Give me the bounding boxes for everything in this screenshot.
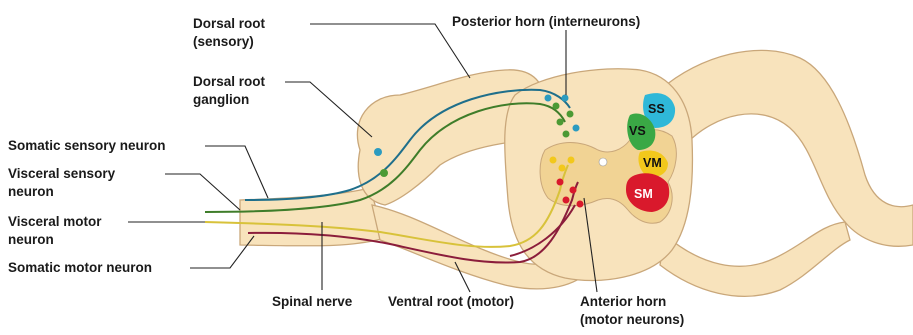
leader-dorsal-root: [310, 24, 470, 78]
label-dorsal-root-line2: (sensory): [193, 34, 254, 49]
label-dorsal-root-ganglion-line2: ganglion: [193, 92, 249, 107]
posterior-interneuron-5: [557, 119, 564, 126]
leader-somatic-sensory: [205, 146, 268, 198]
zone-vm-label: VM: [643, 156, 662, 170]
label-visceral-sensory-line2: neuron: [8, 184, 54, 199]
label-somatic-sensory-neuron: Somatic sensory neuron: [8, 138, 166, 153]
anterior-somatic-motor-3: [563, 197, 570, 204]
label-ventral-root: Ventral root (motor): [388, 294, 514, 309]
posterior-interneuron-1: [545, 95, 552, 102]
label-posterior-horn: Posterior horn (interneurons): [452, 14, 640, 29]
label-anterior-horn-line2: (motor neurons): [580, 312, 684, 327]
zone-ss-label: SS: [648, 102, 665, 116]
leader-visceral-sensory: [165, 174, 240, 210]
label-visceral-motor-line1: Visceral motor: [8, 214, 102, 229]
zone-vs-label: VS: [629, 124, 646, 138]
ganglion-somatic-cell: [374, 148, 382, 156]
right-nerve: [660, 50, 913, 246]
posterior-interneuron-7: [563, 131, 570, 138]
label-visceral-sensory-line1: Visceral sensory: [8, 166, 116, 181]
right-nerve-lower: [660, 222, 850, 296]
zone-sm-label: SM: [634, 187, 653, 201]
posterior-interneuron-4: [567, 111, 574, 118]
posterior-interneuron-3: [562, 95, 569, 102]
label-visceral-motor-line2: neuron: [8, 232, 54, 247]
label-spinal-nerve: Spinal nerve: [272, 294, 353, 309]
anterior-somatic-motor-2: [570, 187, 577, 194]
label-dorsal-root-line1: Dorsal root: [193, 16, 266, 31]
posterior-interneuron-2: [553, 103, 560, 110]
label-dorsal-root-ganglion-line1: Dorsal root: [193, 74, 266, 89]
posterior-interneuron-6: [573, 125, 580, 132]
ganglion-visceral-cell: [380, 169, 388, 177]
anterior-somatic-motor-1: [557, 179, 564, 186]
anterior-somatic-motor-4: [577, 201, 584, 208]
anterior-visceral-motor-3: [568, 157, 575, 164]
anterior-visceral-motor-1: [550, 157, 557, 164]
anterior-visceral-motor-2: [559, 165, 566, 172]
label-anterior-horn-line1: Anterior horn: [580, 294, 666, 309]
central-canal: [599, 158, 607, 166]
label-somatic-motor-neuron: Somatic motor neuron: [8, 260, 152, 275]
